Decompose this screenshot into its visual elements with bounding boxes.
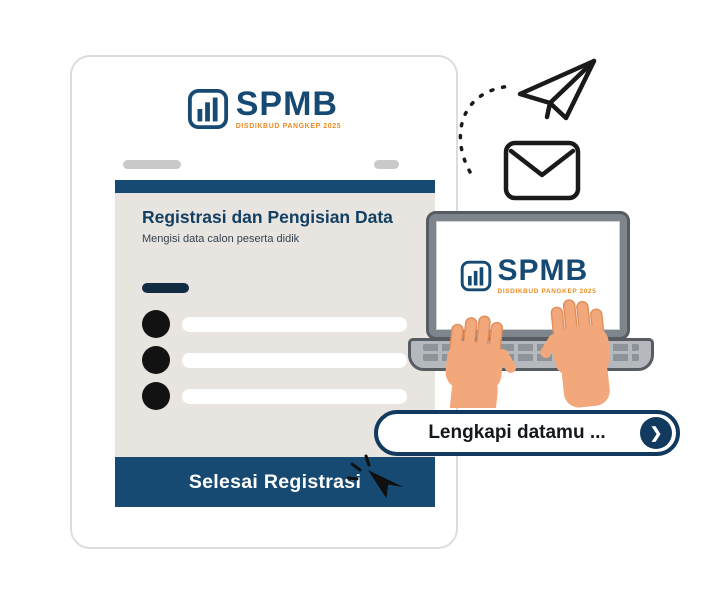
left-hand [445,315,517,408]
logo-tagline: DISDIKBUD PANGKEP 2025 [235,123,342,130]
form-field-row [142,382,435,410]
header-placeholder-left [123,160,181,169]
registration-card: SPMB DISDIKBUD PANGKEP 2025 Registrasi d… [70,55,458,549]
form-mockup: Registrasi dan Pengisian Data Mengisi da… [115,154,435,507]
form-body: Registrasi dan Pengisian Data Mengisi da… [115,193,435,457]
laptop-screen: SPMB DISDIKBUD PANGKEP 2025 [426,211,630,340]
input-placeholder[interactable] [182,388,407,404]
logo-name: SPMB [497,254,589,287]
spmb-barchart-icon [460,260,491,291]
mockup-browser-header [115,154,435,180]
form-field-row [142,310,435,338]
right-hand [540,299,611,408]
mockup-top-bar [115,180,435,193]
spmb-barchart-icon [187,88,228,129]
logo-tagline: DISDIKBUD PANGKEP 2025 [497,288,597,295]
envelope-icon [503,140,581,201]
spmb-logo: SPMB DISDIKBUD PANGKEP 2025 [72,87,456,130]
chevron-glyph: ❯ [649,425,663,442]
lengkapi-datamu-banner[interactable]: Lengkapi datamu ... ❯ [374,410,680,456]
dashed-path-line [458,84,514,174]
field-bullet-icon [142,382,170,410]
logo-name: SPMB [235,85,338,123]
mouse-cursor-click-icon [346,454,404,499]
form-field-row [142,346,435,374]
chevron-right-icon[interactable]: ❯ [640,417,672,449]
field-label-placeholder [142,283,189,293]
paper-plane-icon [517,58,597,121]
keyboard-keys-row [423,354,639,361]
field-bullet-icon [142,310,170,338]
form-title: Registrasi dan Pengisian Data [142,207,393,227]
typing-hands [445,299,611,408]
field-bullet-icon [142,346,170,374]
keyboard-keys-row [423,344,639,351]
laptop-screen-content: SPMB DISDIKBUD PANGKEP 2025 [436,221,620,330]
input-placeholder[interactable] [182,316,407,332]
header-placeholder-right [374,160,399,169]
finish-registration-label: Selesai Registrasi [188,470,362,493]
form-subtitle: Mengisi data calon peserta didik [142,233,300,245]
banner-label: Lengkapi datamu ... [428,422,606,443]
input-placeholder[interactable] [182,352,407,368]
